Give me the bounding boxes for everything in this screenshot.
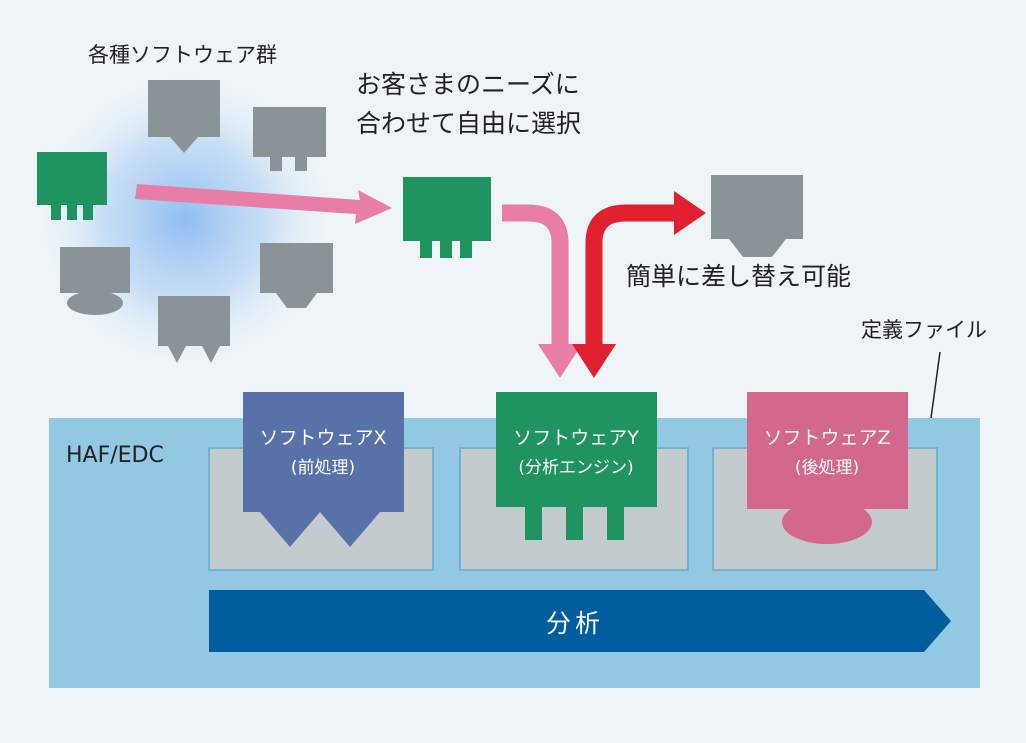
module-z-role: (後処理) bbox=[795, 458, 859, 478]
choose-text-line2: 合わせて自由に選択 bbox=[356, 109, 581, 138]
gray-piece-double-triangle bbox=[158, 296, 230, 363]
swap-arrowhead-down bbox=[572, 344, 616, 378]
module-x-name: ソフトウェアX bbox=[259, 427, 386, 449]
gray-piece-two-legs bbox=[253, 107, 326, 171]
module-x-role: (前処理) bbox=[291, 458, 355, 478]
platform-label: HAF/EDC bbox=[66, 443, 164, 468]
insert-arrowhead bbox=[538, 344, 582, 378]
gray-piece-trapezoid bbox=[260, 243, 333, 308]
module-z-name: ソフトウェアZ bbox=[763, 427, 890, 449]
gray-piece-triangle-top bbox=[148, 80, 220, 153]
module-z bbox=[747, 392, 908, 544]
module-x bbox=[243, 392, 404, 547]
select-arrow bbox=[135, 184, 392, 224]
green-piece-selected bbox=[403, 177, 491, 258]
analysis-label: 分析 bbox=[546, 609, 604, 638]
definition-file-label: 定義ファイル bbox=[861, 318, 987, 342]
module-y-name: ソフトウェアY bbox=[513, 427, 639, 449]
gray-piece-dome bbox=[60, 247, 130, 315]
swap-arrowhead-right bbox=[674, 191, 706, 235]
gray-piece-replacement bbox=[711, 175, 803, 257]
insert-arrow bbox=[502, 204, 569, 346]
software-group-label: 各種ソフトウェア群 bbox=[88, 43, 277, 67]
green-piece-pool bbox=[37, 152, 107, 220]
swap-label: 簡単に差し替え可能 bbox=[626, 262, 851, 291]
choose-text-line1: お客さまのニーズに bbox=[356, 70, 580, 99]
swap-arrow bbox=[585, 204, 678, 346]
module-y-role: (分析エンジン) bbox=[518, 458, 633, 478]
module-y bbox=[496, 392, 657, 540]
analysis-arrow bbox=[209, 590, 951, 652]
